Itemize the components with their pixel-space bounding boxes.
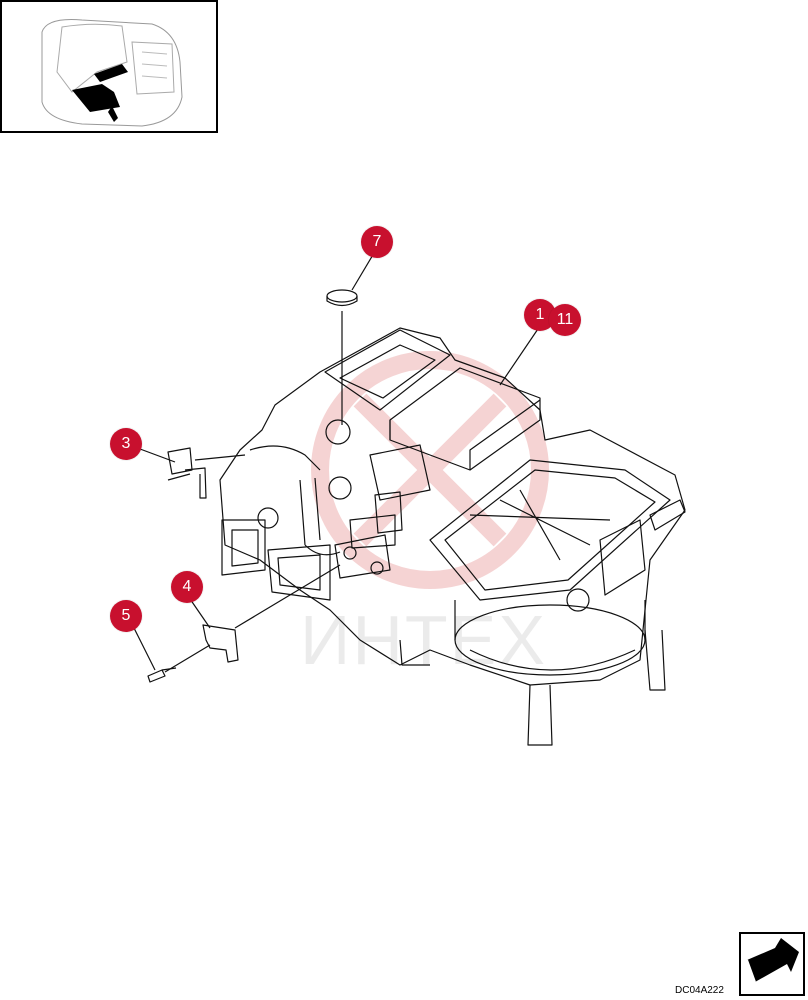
location-inset: [0, 0, 218, 133]
callout-4[interactable]: 4: [171, 571, 203, 603]
part-bolt: [147, 667, 177, 683]
part-clip: [202, 624, 239, 663]
watermark-logo: [311, 351, 549, 589]
part-cap: [326, 289, 358, 307]
callout-7[interactable]: 7: [361, 226, 393, 258]
part-bracket: [167, 447, 207, 499]
watermark-text: ИНТЕХ: [300, 601, 548, 679]
callout-5[interactable]: 5: [110, 600, 142, 632]
callout-3[interactable]: 3: [110, 428, 142, 460]
next-page-button[interactable]: [739, 932, 805, 996]
drawing-code: DC04A222: [675, 985, 724, 996]
machine-location-icon: [41, 19, 183, 127]
next-page-arrow-icon: [746, 938, 799, 983]
part-housing: [219, 327, 686, 746]
callout-11[interactable]: 11: [549, 304, 581, 336]
